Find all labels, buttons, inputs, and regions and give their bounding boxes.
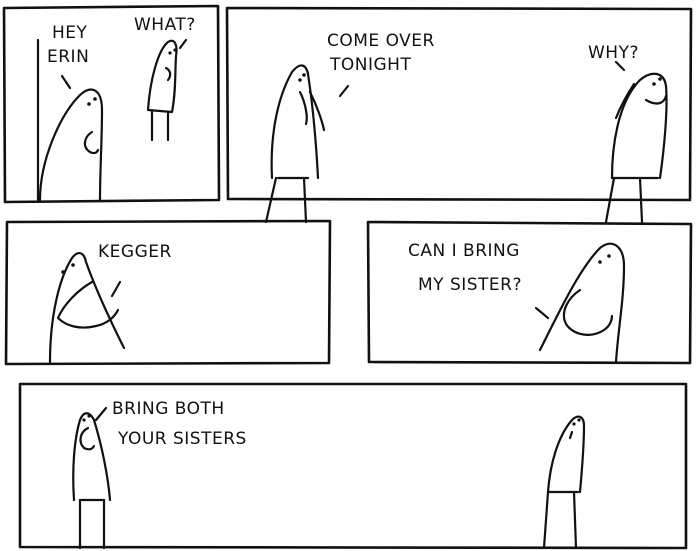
figure-left (48, 252, 126, 364)
panel-4-frame (366, 220, 693, 365)
panel-3: KEGGER (4, 219, 332, 366)
panel-4: CAN I BRING MY SISTER? (366, 220, 693, 365)
panel-1: HEY ERIN WHAT? (2, 4, 221, 204)
speech-text: KEGGER (98, 242, 172, 262)
speech-text: WHAT? (134, 15, 196, 35)
panel-3-frame (4, 219, 332, 366)
figure-right (542, 415, 586, 550)
figure-left (72, 406, 112, 550)
figure-right (534, 242, 626, 364)
speech-text: WHY? (588, 43, 639, 63)
figure-right (146, 38, 188, 142)
figure-right (604, 60, 668, 224)
speech-text: BRING BOTH YOUR SISTERS (112, 399, 247, 449)
panel-2-frame (225, 6, 693, 202)
panel-5: BRING BOTH YOUR SISTERS (18, 382, 688, 550)
figure-left (264, 64, 350, 224)
speech-text: COME OVER TONIGHT (327, 31, 441, 75)
panel-5-frame (18, 382, 688, 550)
panel-1-frame (2, 4, 221, 204)
speech-text: CAN I BRING MY SISTER? (408, 241, 526, 295)
panel-2: COME OVER TONIGHT WHY? (225, 6, 693, 224)
speech-text: HEY ERIN (47, 23, 93, 67)
figure-left (36, 38, 104, 202)
